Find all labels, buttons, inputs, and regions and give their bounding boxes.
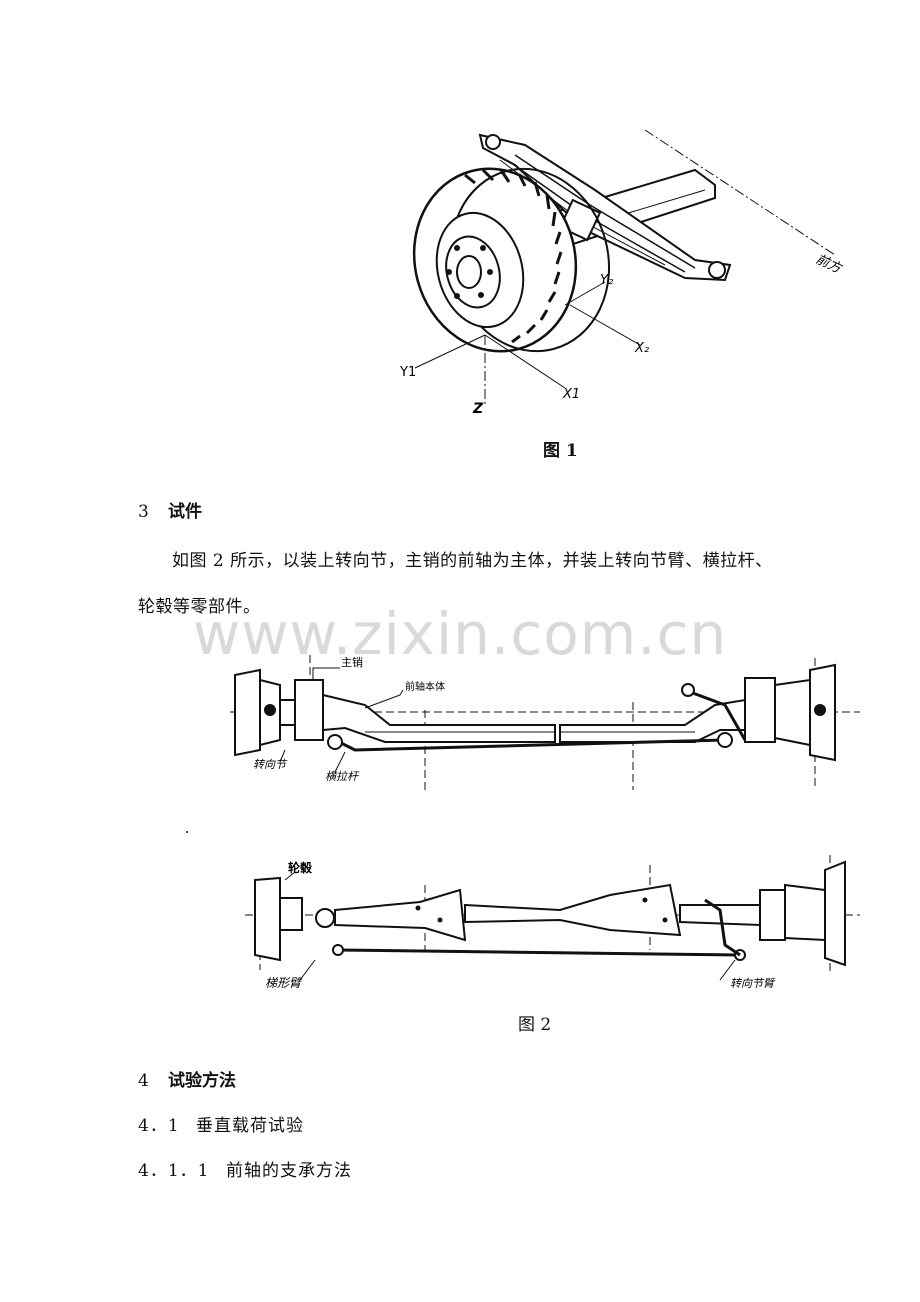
section-4-heading: 4 试验方法	[138, 1066, 236, 1091]
axis-z-label: Z	[472, 401, 484, 417]
knuckle-label: 转向节	[253, 758, 288, 771]
axis-x1-label: X1	[562, 387, 580, 402]
stray-dot	[186, 831, 188, 833]
figure-2-caption: 图 2	[518, 1015, 552, 1035]
section-4-title: 试验方法	[168, 1071, 236, 1091]
figure-2-bottom-drawing: 轮毂 梯形臂 转向节臂	[240, 850, 865, 995]
section-4-number: 4	[138, 1071, 149, 1091]
subsection-4-1-1-number: 4．1．1	[138, 1161, 210, 1181]
figure-1-drawing: 前方 Y₂ X₂ Y1 X1 Z	[395, 120, 865, 420]
figure-2-top-drawing: 主销 前轴本体 转向节 横拉杆	[225, 650, 865, 795]
subsection-4-1-number: 4．1	[138, 1116, 180, 1136]
steering-arm-label: 梯形臂	[265, 976, 303, 990]
subsection-4-1-heading: 4．1 垂直载荷试验	[138, 1111, 304, 1136]
figure-1-caption: 图 1	[543, 441, 578, 461]
paragraph-line-2: 轮毂等零部件。	[138, 597, 261, 617]
paragraph-line-1: 如图 2 所示，以装上转向节，主销的前轴为主体，并装上转向节臂、横拉杆、	[172, 551, 773, 571]
knuckle-arm-label: 转向节臂	[730, 977, 776, 990]
axis-x2-label: X₂	[634, 341, 649, 356]
tie-rod-label: 横拉杆	[325, 770, 360, 783]
hub-label: 轮毂	[288, 860, 313, 875]
subsection-4-1-1-heading: 4．1．1 前轴的支承方法	[138, 1156, 352, 1181]
section-3-number: 3	[138, 502, 149, 522]
front-direction-label: 前方	[813, 252, 845, 277]
axis-y1-label: Y1	[399, 365, 416, 380]
subsection-4-1-title: 垂直载荷试验	[196, 1116, 304, 1136]
axis-y2-label: Y₂	[600, 273, 613, 288]
kingpin-label: 主销	[341, 655, 363, 669]
subsection-4-1-1-title: 前轴的支承方法	[226, 1161, 352, 1181]
axle-body-label: 前轴本体	[405, 680, 445, 693]
section-3-heading: 3 试件	[138, 497, 202, 522]
section-3-title: 试件	[168, 502, 202, 522]
